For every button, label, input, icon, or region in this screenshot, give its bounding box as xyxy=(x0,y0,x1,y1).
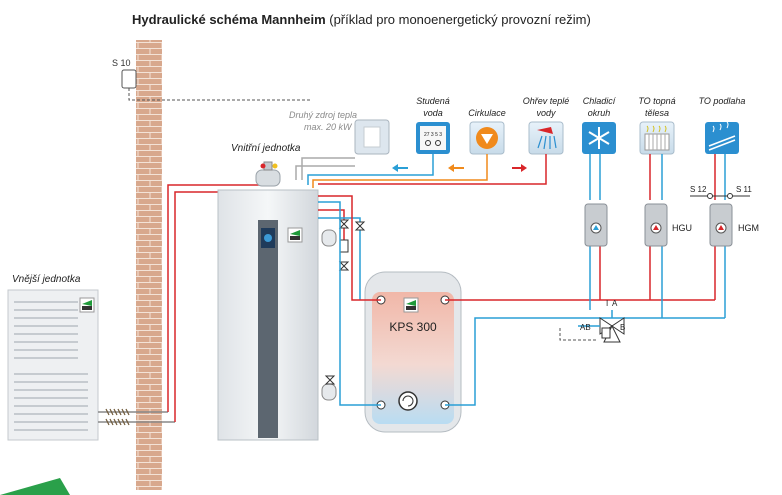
outdoor-unit-label: Vnější jednotka xyxy=(12,274,81,285)
pump-group-cooling xyxy=(584,203,608,247)
sensor-s11-label: S 11 xyxy=(736,185,752,194)
hot-water-label-1: Ohřev teplé xyxy=(523,96,570,106)
outdoor-pipes xyxy=(98,408,175,426)
tank-label: KPS 300 xyxy=(389,320,437,334)
cold-water-label-1: Studená xyxy=(416,96,450,106)
tank-cold-supply-pipe xyxy=(318,201,381,406)
valve-i-label: I xyxy=(606,299,608,308)
cooling-label-1: Chladicí xyxy=(583,96,617,106)
shower-icon xyxy=(528,121,564,155)
floor-heating-icon xyxy=(705,121,739,154)
radiators-label-1: TO topná xyxy=(638,96,675,106)
outdoor-unit xyxy=(7,289,99,441)
boiler-icon xyxy=(354,119,390,155)
tank-hot-supply-pipe xyxy=(318,195,381,301)
cooling-label-2: okruh xyxy=(588,108,611,118)
hot-water-label-2: vody xyxy=(536,108,556,118)
hgu-label: HGU xyxy=(672,223,692,233)
sensor-s11-icon xyxy=(727,193,733,199)
kps-300-tank xyxy=(364,271,462,433)
gray-pipe xyxy=(295,165,355,180)
pump-group-hgm xyxy=(709,203,733,247)
indoor-unit xyxy=(217,189,319,441)
gray-pipe-2 xyxy=(301,157,355,180)
page-title: Hydraulické schéma Mannheim (příklad pro… xyxy=(132,12,591,27)
sensor-icon xyxy=(121,69,137,89)
three-way-valve-icon xyxy=(578,310,625,343)
second-source-label-2: max. 20 kW xyxy=(304,122,353,132)
expansion-vessel xyxy=(255,161,281,187)
water-meter-icon: 27 3 5 3 xyxy=(416,122,450,154)
floor-heating-label: TO podlaha xyxy=(699,96,746,106)
brand-corner-accent xyxy=(0,478,70,495)
svg-text:27 3 5 3: 27 3 5 3 xyxy=(424,132,442,138)
radiator-icon xyxy=(639,121,675,155)
valve-b-label: B xyxy=(620,323,625,332)
valve-ab-label: AB xyxy=(580,323,591,332)
safety-group xyxy=(318,209,366,401)
circulation-pump-icon xyxy=(469,121,505,155)
snowflake-icon xyxy=(582,122,616,154)
valve-cable xyxy=(559,326,596,341)
hgm-label: HGM xyxy=(738,223,759,233)
flow-arrows xyxy=(392,164,527,172)
circulation-pipe xyxy=(312,154,488,188)
sensor-s10-label: S 10 xyxy=(112,58,131,68)
cold-water-pipe xyxy=(307,154,434,185)
hot-pipe-to-indoor xyxy=(167,184,262,412)
circulation-label: Cirkulace xyxy=(468,108,506,118)
hot-water-pipe xyxy=(318,154,547,185)
pump-group-hgu xyxy=(644,203,668,247)
indoor-unit-label: Vnitřní jednotka xyxy=(231,143,301,154)
second-source-label-1: Druhý zdroj tepla xyxy=(289,110,357,120)
sensor-s12-label: S 12 xyxy=(690,185,707,194)
radiators-label-2: tělesa xyxy=(645,108,669,118)
brick-wall xyxy=(136,40,162,490)
sensor-s12-icon xyxy=(707,193,713,199)
valve-a-label: A xyxy=(612,299,618,308)
sensor-cable xyxy=(128,88,310,101)
cold-water-label-2: voda xyxy=(423,108,443,118)
